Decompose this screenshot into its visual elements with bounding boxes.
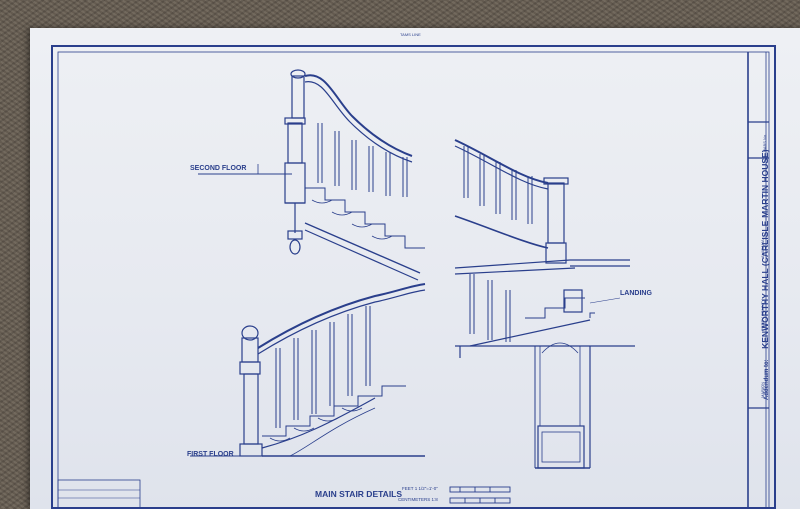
survey-no-text: HABS No. <box>762 133 767 152</box>
title-marion: MARION <box>760 382 765 398</box>
title-county: PERRY COUNTY <box>760 299 765 331</box>
scale-feet-label: FEET 1 1/2"=1'-0" <box>402 486 438 491</box>
drawing-title: MAIN STAIR DETAILS <box>315 489 403 499</box>
upper-left-stair <box>198 69 425 281</box>
scale-feet-ratio: 1 1/2"=1'-0" <box>414 486 438 491</box>
title-state: ALABAMA <box>760 239 765 259</box>
label-landing: LANDING <box>620 290 652 297</box>
scale-cm-label: CENTIMETERS 1:8 <box>398 497 438 502</box>
label-first-floor: FIRST FLOOR <box>187 451 234 458</box>
title-block-sub: MARION PERRY COUNTY ALABAMA <box>760 108 765 408</box>
lower-left-stair <box>190 283 426 457</box>
sheet-border <box>51 45 776 509</box>
survey-number: HABS No. <box>762 134 767 152</box>
label-second-floor: SECOND FLOOR <box>190 165 247 172</box>
scale-feet-text: FEET <box>402 486 414 491</box>
top-label: TAMS LINE <box>400 32 421 37</box>
scale-bar <box>449 486 511 504</box>
blueprint-sheet: TAMS LINE SECOND FLOOR LANDING FIRST FLO… <box>30 28 800 509</box>
scale-cm-ratio: 1:8 <box>431 497 438 502</box>
scale-cm-text: CENTIMETERS <box>398 497 431 502</box>
upper-right-stair <box>454 139 635 469</box>
stair-details-drawing <box>51 45 776 509</box>
